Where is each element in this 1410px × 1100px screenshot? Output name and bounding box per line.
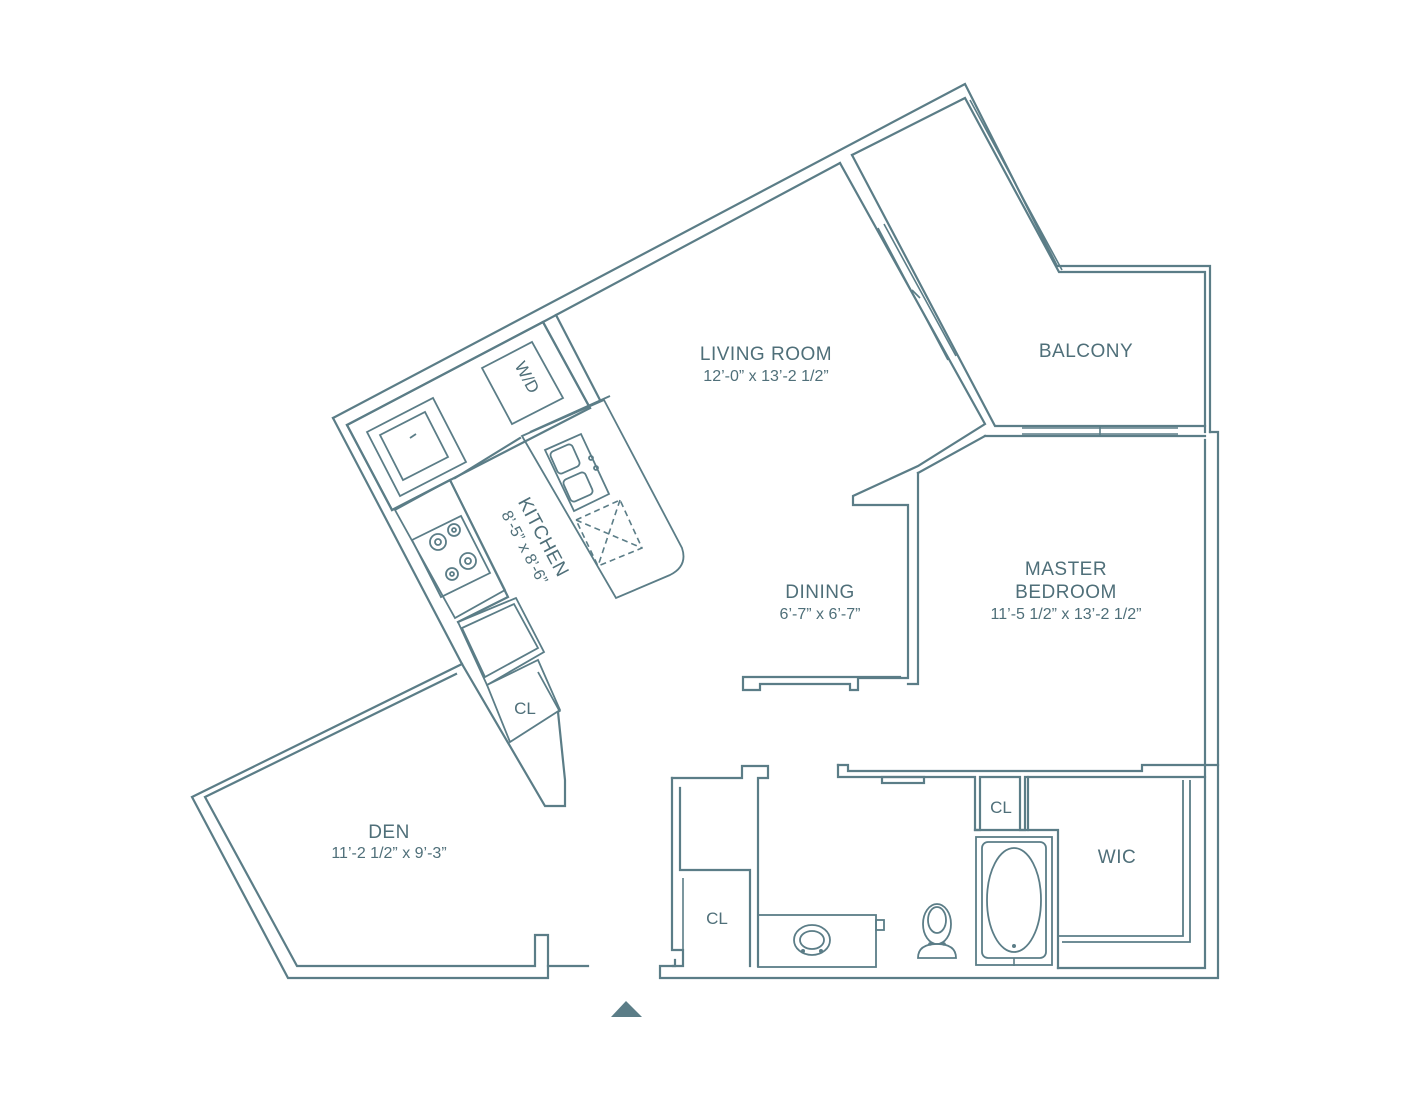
bath-closet-label: CL	[990, 798, 1012, 817]
master-bedroom-dims: 11’-5 1/2” x 13’-2 1/2”	[991, 606, 1142, 623]
den-walls	[190, 662, 590, 980]
entry-arrow-icon	[611, 1001, 642, 1017]
living-room-dims: 12’-0” x 13’-2 1/2”	[703, 368, 828, 385]
bath-walls	[670, 763, 1220, 970]
den-name: DEN	[368, 822, 410, 843]
entry-closet-label: CL	[706, 909, 728, 928]
den-dims: 11’-2 1/2” x 9’-3”	[331, 845, 446, 862]
dining-name: DINING	[785, 582, 855, 603]
kitchen-walls	[345, 313, 685, 744]
master-bedroom-name-line1: MASTER	[1025, 559, 1107, 580]
wd-label: W/D	[511, 358, 543, 396]
room-labels: LIVING ROOM 12’-0” x 13’-2 1/2” BALCONY …	[331, 341, 1141, 928]
exterior-walls	[331, 82, 1220, 980]
kitchen-closet-label: CL	[514, 699, 536, 718]
balcony-name: BALCONY	[1039, 341, 1133, 362]
wic-label: WIC	[1098, 847, 1136, 868]
living-balcony-walls	[741, 153, 1207, 692]
living-room-name: LIVING ROOM	[700, 344, 832, 365]
dining-dims: 6’-7” x 6’-7”	[780, 606, 861, 623]
master-bedroom-name-line2: BEDROOM	[1015, 582, 1117, 603]
